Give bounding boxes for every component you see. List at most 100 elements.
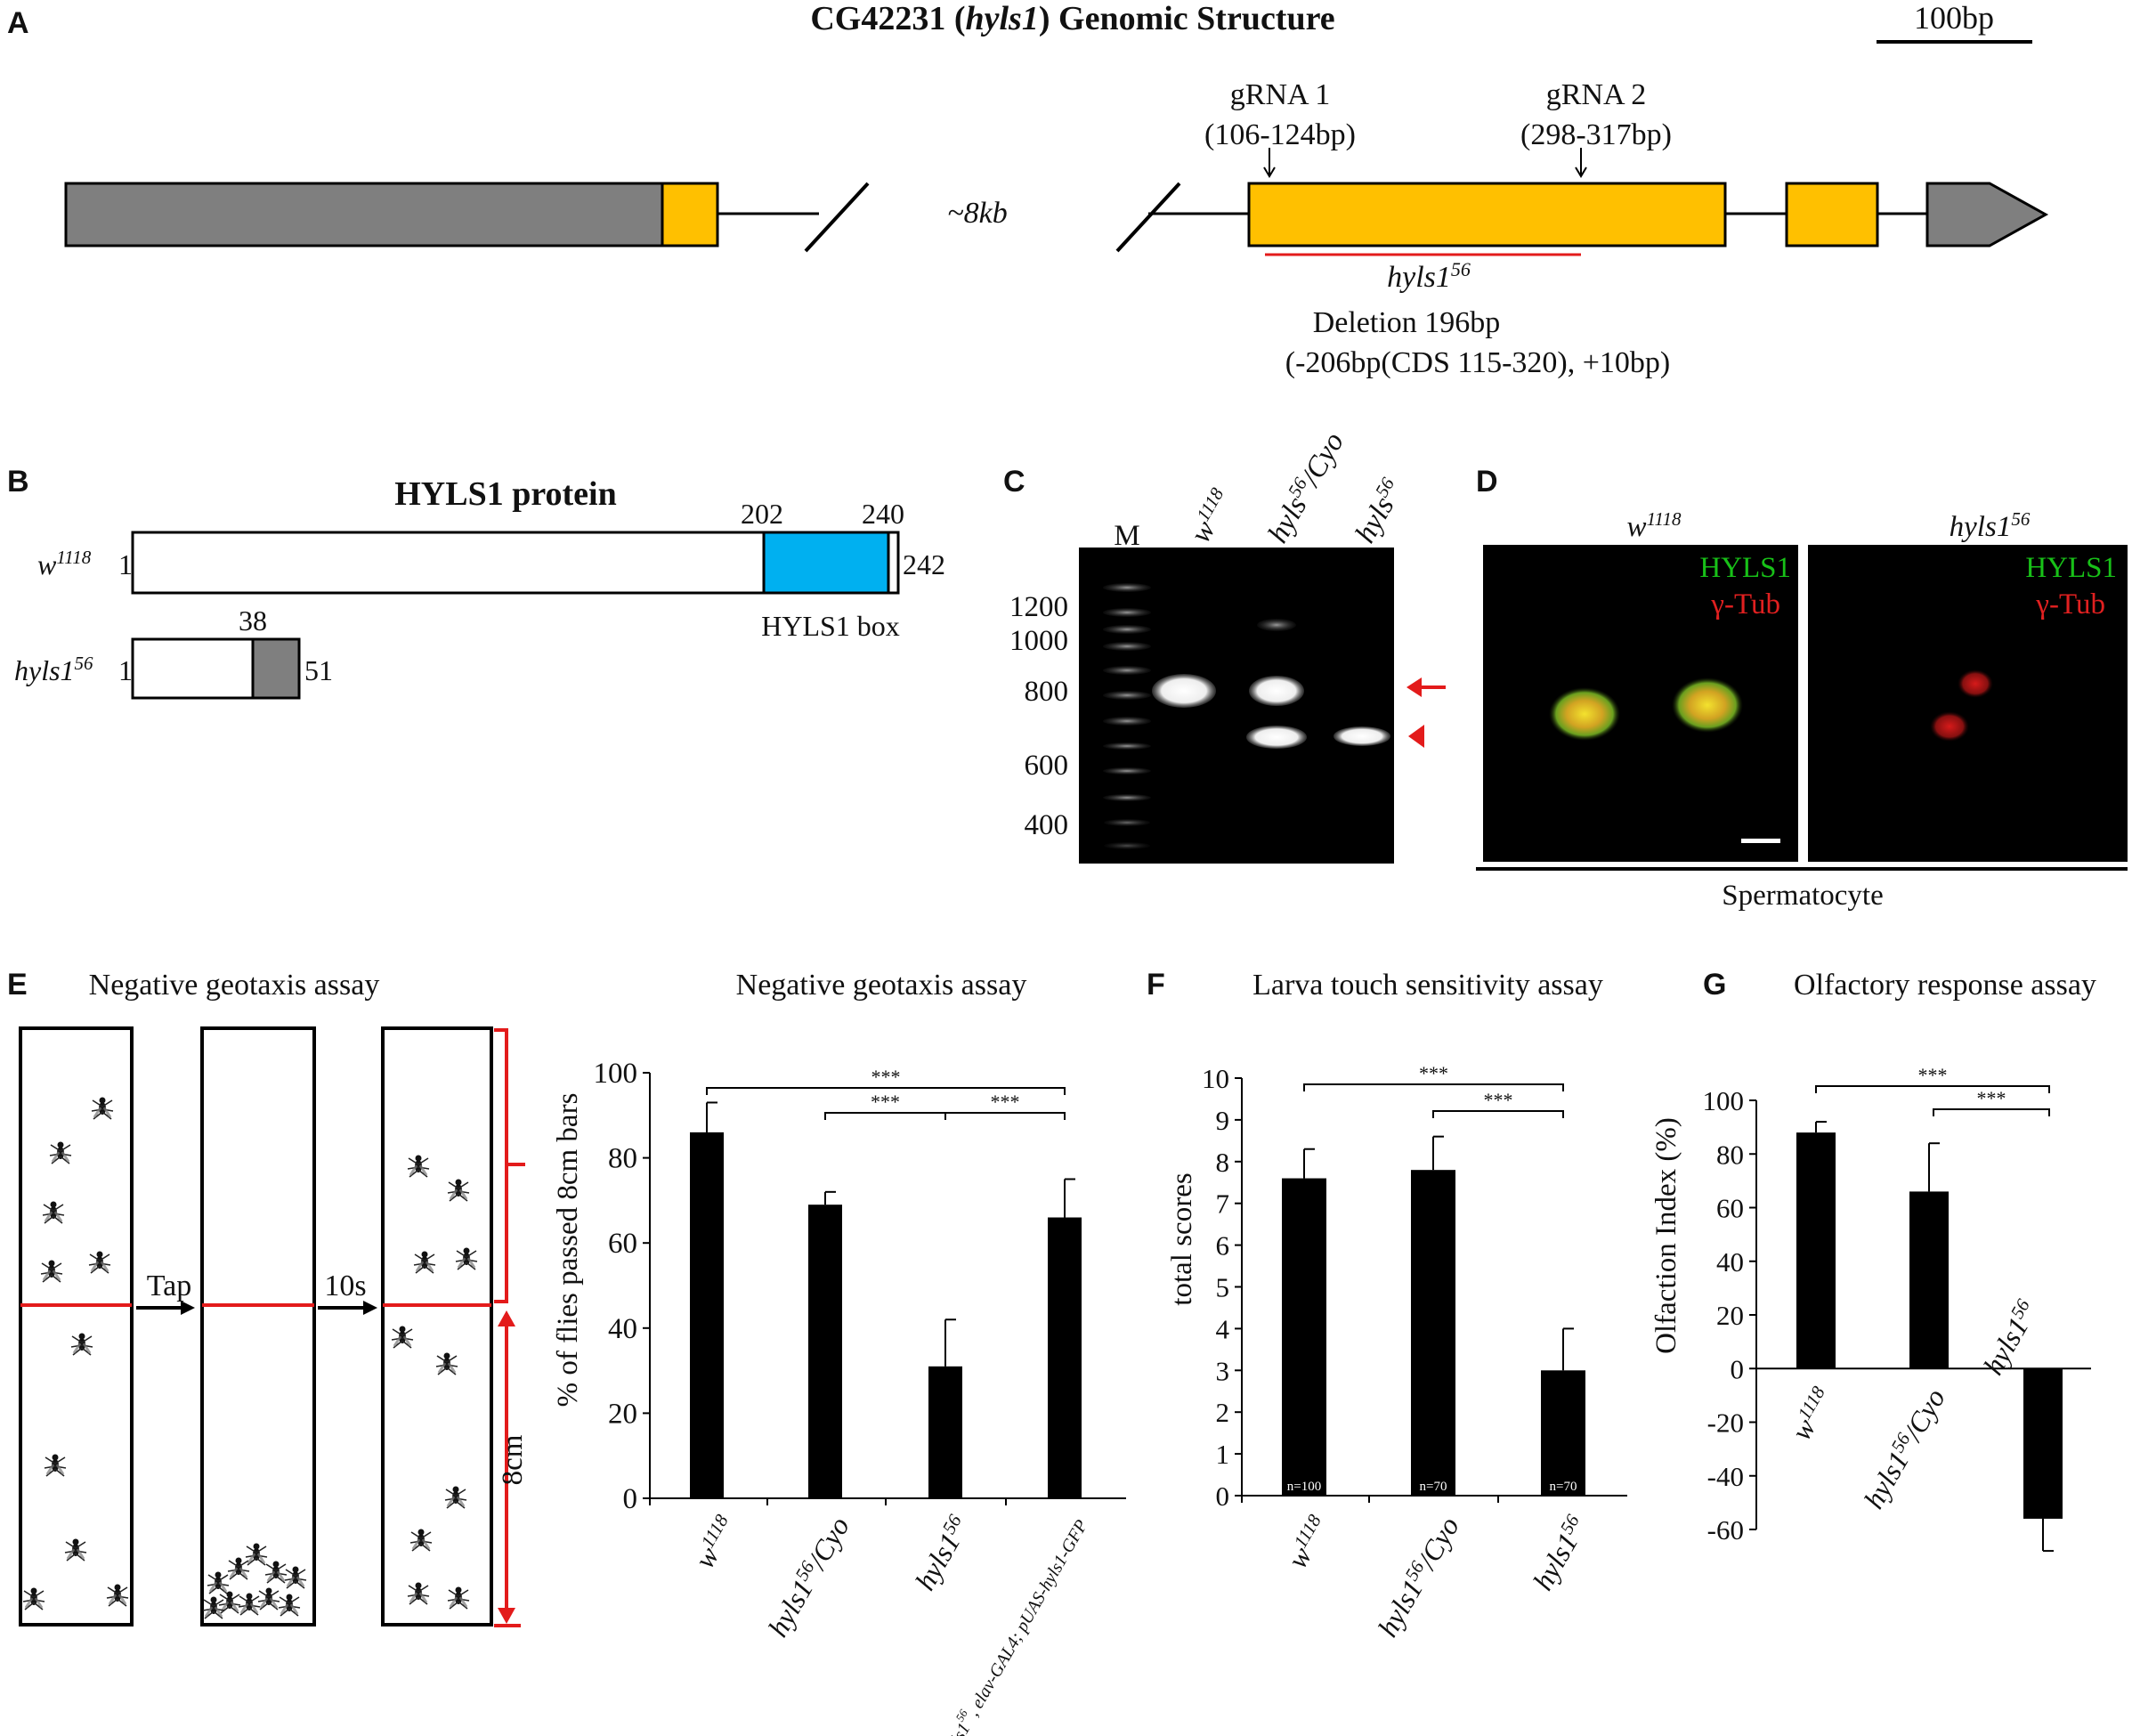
fly-icon bbox=[39, 1259, 64, 1284]
bar bbox=[1796, 1132, 1836, 1369]
y-tick-label: 9 bbox=[1216, 1105, 1230, 1136]
wt-green-channel-label: HYLS1 bbox=[1699, 552, 1791, 584]
panel-label-g: G bbox=[1703, 968, 1726, 1002]
grna2-range: (298-317bp) bbox=[1520, 118, 1672, 151]
micro-scale-bar bbox=[1741, 839, 1780, 843]
deletion-label: Deletion 196bp bbox=[1313, 306, 1501, 339]
chart-negative-geotaxis: Negative geotaxis assay % of flies passe… bbox=[552, 969, 1126, 1736]
y-tick-label: 8 bbox=[1216, 1147, 1230, 1178]
fly-icon bbox=[443, 1485, 468, 1510]
band-het-800 bbox=[1249, 676, 1304, 706]
category-label: w1118 bbox=[1280, 1511, 1335, 1574]
fly-icon bbox=[434, 1351, 459, 1376]
y-tick-label: -20 bbox=[1707, 1407, 1744, 1439]
fly-icon bbox=[454, 1246, 479, 1271]
frameshift-number: 38 bbox=[239, 604, 267, 637]
y-tick-label: 40 bbox=[1716, 1246, 1744, 1278]
box-start-number: 202 bbox=[741, 498, 783, 530]
significance-bracket bbox=[1303, 1083, 1564, 1091]
bar bbox=[1541, 1370, 1585, 1496]
y-tick-label: 10 bbox=[1202, 1063, 1229, 1094]
fly-icon bbox=[226, 1556, 251, 1581]
panel-a: A CG42231 (hyls1) Genomic Structure 100b… bbox=[7, 0, 2049, 379]
fly-icon bbox=[256, 1586, 281, 1611]
fly-icon bbox=[406, 1581, 431, 1606]
tap-label: Tap bbox=[147, 1270, 192, 1302]
gamma-tub-spot bbox=[1930, 711, 1969, 742]
y-tick-label: 60 bbox=[608, 1228, 637, 1260]
mut-protein-end: 51 bbox=[304, 654, 333, 686]
bar bbox=[1411, 1170, 1455, 1496]
fly-icon bbox=[206, 1570, 231, 1595]
fly-icon bbox=[105, 1583, 130, 1608]
y-tick-label: 60 bbox=[1716, 1193, 1744, 1224]
ladder-800: 800 bbox=[1025, 676, 1069, 708]
gel-lane-label-2: hyls56/Cyo bbox=[1260, 426, 1350, 548]
significance-stars: *** bbox=[1419, 1062, 1448, 1084]
bar bbox=[1048, 1217, 1082, 1498]
y-tick-label: 20 bbox=[608, 1398, 637, 1430]
category-label: hyls156/Cyo bbox=[761, 1511, 856, 1643]
protein-title: HYLS1 protein bbox=[394, 475, 617, 513]
micro-wt-title: w1118 bbox=[1627, 508, 1682, 543]
fly-icon bbox=[263, 1560, 288, 1585]
y-tick-label: 0 bbox=[623, 1483, 638, 1515]
band-het-650 bbox=[1246, 726, 1307, 749]
significance-stars: *** bbox=[871, 1091, 900, 1113]
y-tick-label: 80 bbox=[608, 1143, 637, 1175]
bar bbox=[808, 1205, 842, 1498]
y-tick-label: 20 bbox=[1716, 1300, 1744, 1331]
category-label: hyls156 bbox=[908, 1511, 977, 1596]
ladder-1000: 1000 bbox=[1009, 625, 1068, 657]
gap-label: ~8kb bbox=[947, 197, 1008, 230]
panel-d: D w1118 hyls156 HYLS1 γ-Tub HYLS1 γ-Tub … bbox=[1476, 465, 2128, 912]
bar bbox=[690, 1132, 724, 1498]
panel-b: B HYLS1 protein w1118 1 202 240 242 HYLS… bbox=[7, 465, 945, 700]
n-label: n=70 bbox=[1550, 1480, 1577, 1494]
fly-icon bbox=[90, 1096, 115, 1121]
mut-green-channel-label: HYLS1 bbox=[2025, 552, 2117, 584]
band-mut-650 bbox=[1334, 726, 1390, 746]
mut-protein-label: hyls156 bbox=[14, 653, 93, 686]
bar bbox=[1909, 1191, 1949, 1369]
exon-cds-main bbox=[1247, 182, 1727, 247]
ladder-1200: 1200 bbox=[1009, 591, 1068, 623]
fly-icon bbox=[21, 1586, 46, 1611]
grna1-range: (106-124bp) bbox=[1204, 118, 1356, 151]
chart-g-title: Olfactory response assay bbox=[1794, 969, 2096, 1002]
chart-g-ylabel: Olfaction Index (%) bbox=[1650, 1117, 1682, 1354]
frameshift-region bbox=[251, 637, 301, 700]
chart-olfactory: G Olfactory response assay Olfaction Ind… bbox=[1650, 968, 2096, 1553]
band-wt-800 bbox=[1152, 674, 1216, 708]
y-tick-label: 100 bbox=[594, 1058, 638, 1090]
exon-cds-left bbox=[661, 182, 719, 247]
hyls1-box-domain bbox=[762, 531, 890, 595]
panel-label-a: A bbox=[7, 6, 29, 40]
significance-bracket bbox=[944, 1112, 1066, 1120]
grna2-label: gRNA 2 bbox=[1546, 78, 1646, 111]
significance-stars: *** bbox=[1484, 1089, 1513, 1111]
fly-icon bbox=[63, 1537, 88, 1562]
y-tick-label: 5 bbox=[1216, 1272, 1230, 1303]
vial-before bbox=[19, 1026, 134, 1626]
mut-protein-start: 1 bbox=[118, 654, 133, 686]
panel-label-c: C bbox=[1003, 465, 1025, 499]
y-tick-label: 4 bbox=[1216, 1313, 1230, 1344]
y-tick-label: -40 bbox=[1707, 1461, 1744, 1492]
allele-label: hyls156 bbox=[1387, 258, 1471, 294]
fly-icon bbox=[41, 1200, 66, 1225]
marker-lane-label: M bbox=[1114, 520, 1139, 552]
vial-after-10s bbox=[381, 1026, 493, 1626]
bar bbox=[928, 1366, 962, 1498]
deletion-detail: (-206bp(CDS 115-320), +10bp) bbox=[1285, 346, 1671, 379]
panel-label-d: D bbox=[1476, 465, 1498, 499]
gamma-tub-spot bbox=[1958, 669, 1993, 698]
chart-f-ylabel: total scores bbox=[1166, 1172, 1198, 1305]
fly-icon bbox=[201, 1595, 226, 1620]
fly-icon bbox=[446, 1586, 471, 1610]
exon-utr-left bbox=[64, 182, 664, 247]
fly-icon bbox=[87, 1250, 112, 1275]
y-tick-label: 0 bbox=[1216, 1480, 1230, 1512]
category-label: hyls156/Cyo bbox=[1371, 1511, 1466, 1643]
wt-protein-start: 1 bbox=[118, 548, 133, 580]
